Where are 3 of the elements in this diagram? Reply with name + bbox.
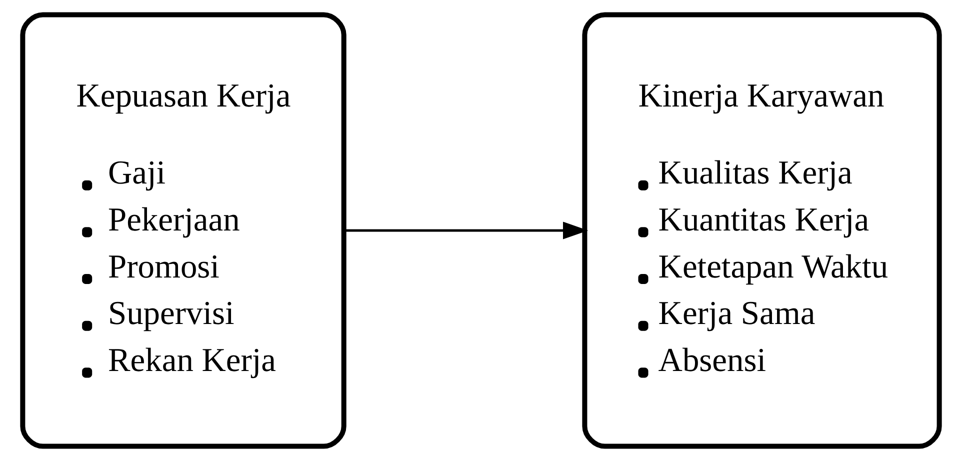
arrow bbox=[344, 222, 588, 240]
node-box: Kinerja Karyawan Kualitas Kerja Kuantitas Kerja Ketetapan Waktu Kerja Sama Absensi bbox=[582, 12, 942, 449]
node-box: Kepuasan Kerja Gaji Pekerjaan Promosi Supervisi Rekan Kerja bbox=[20, 12, 346, 449]
